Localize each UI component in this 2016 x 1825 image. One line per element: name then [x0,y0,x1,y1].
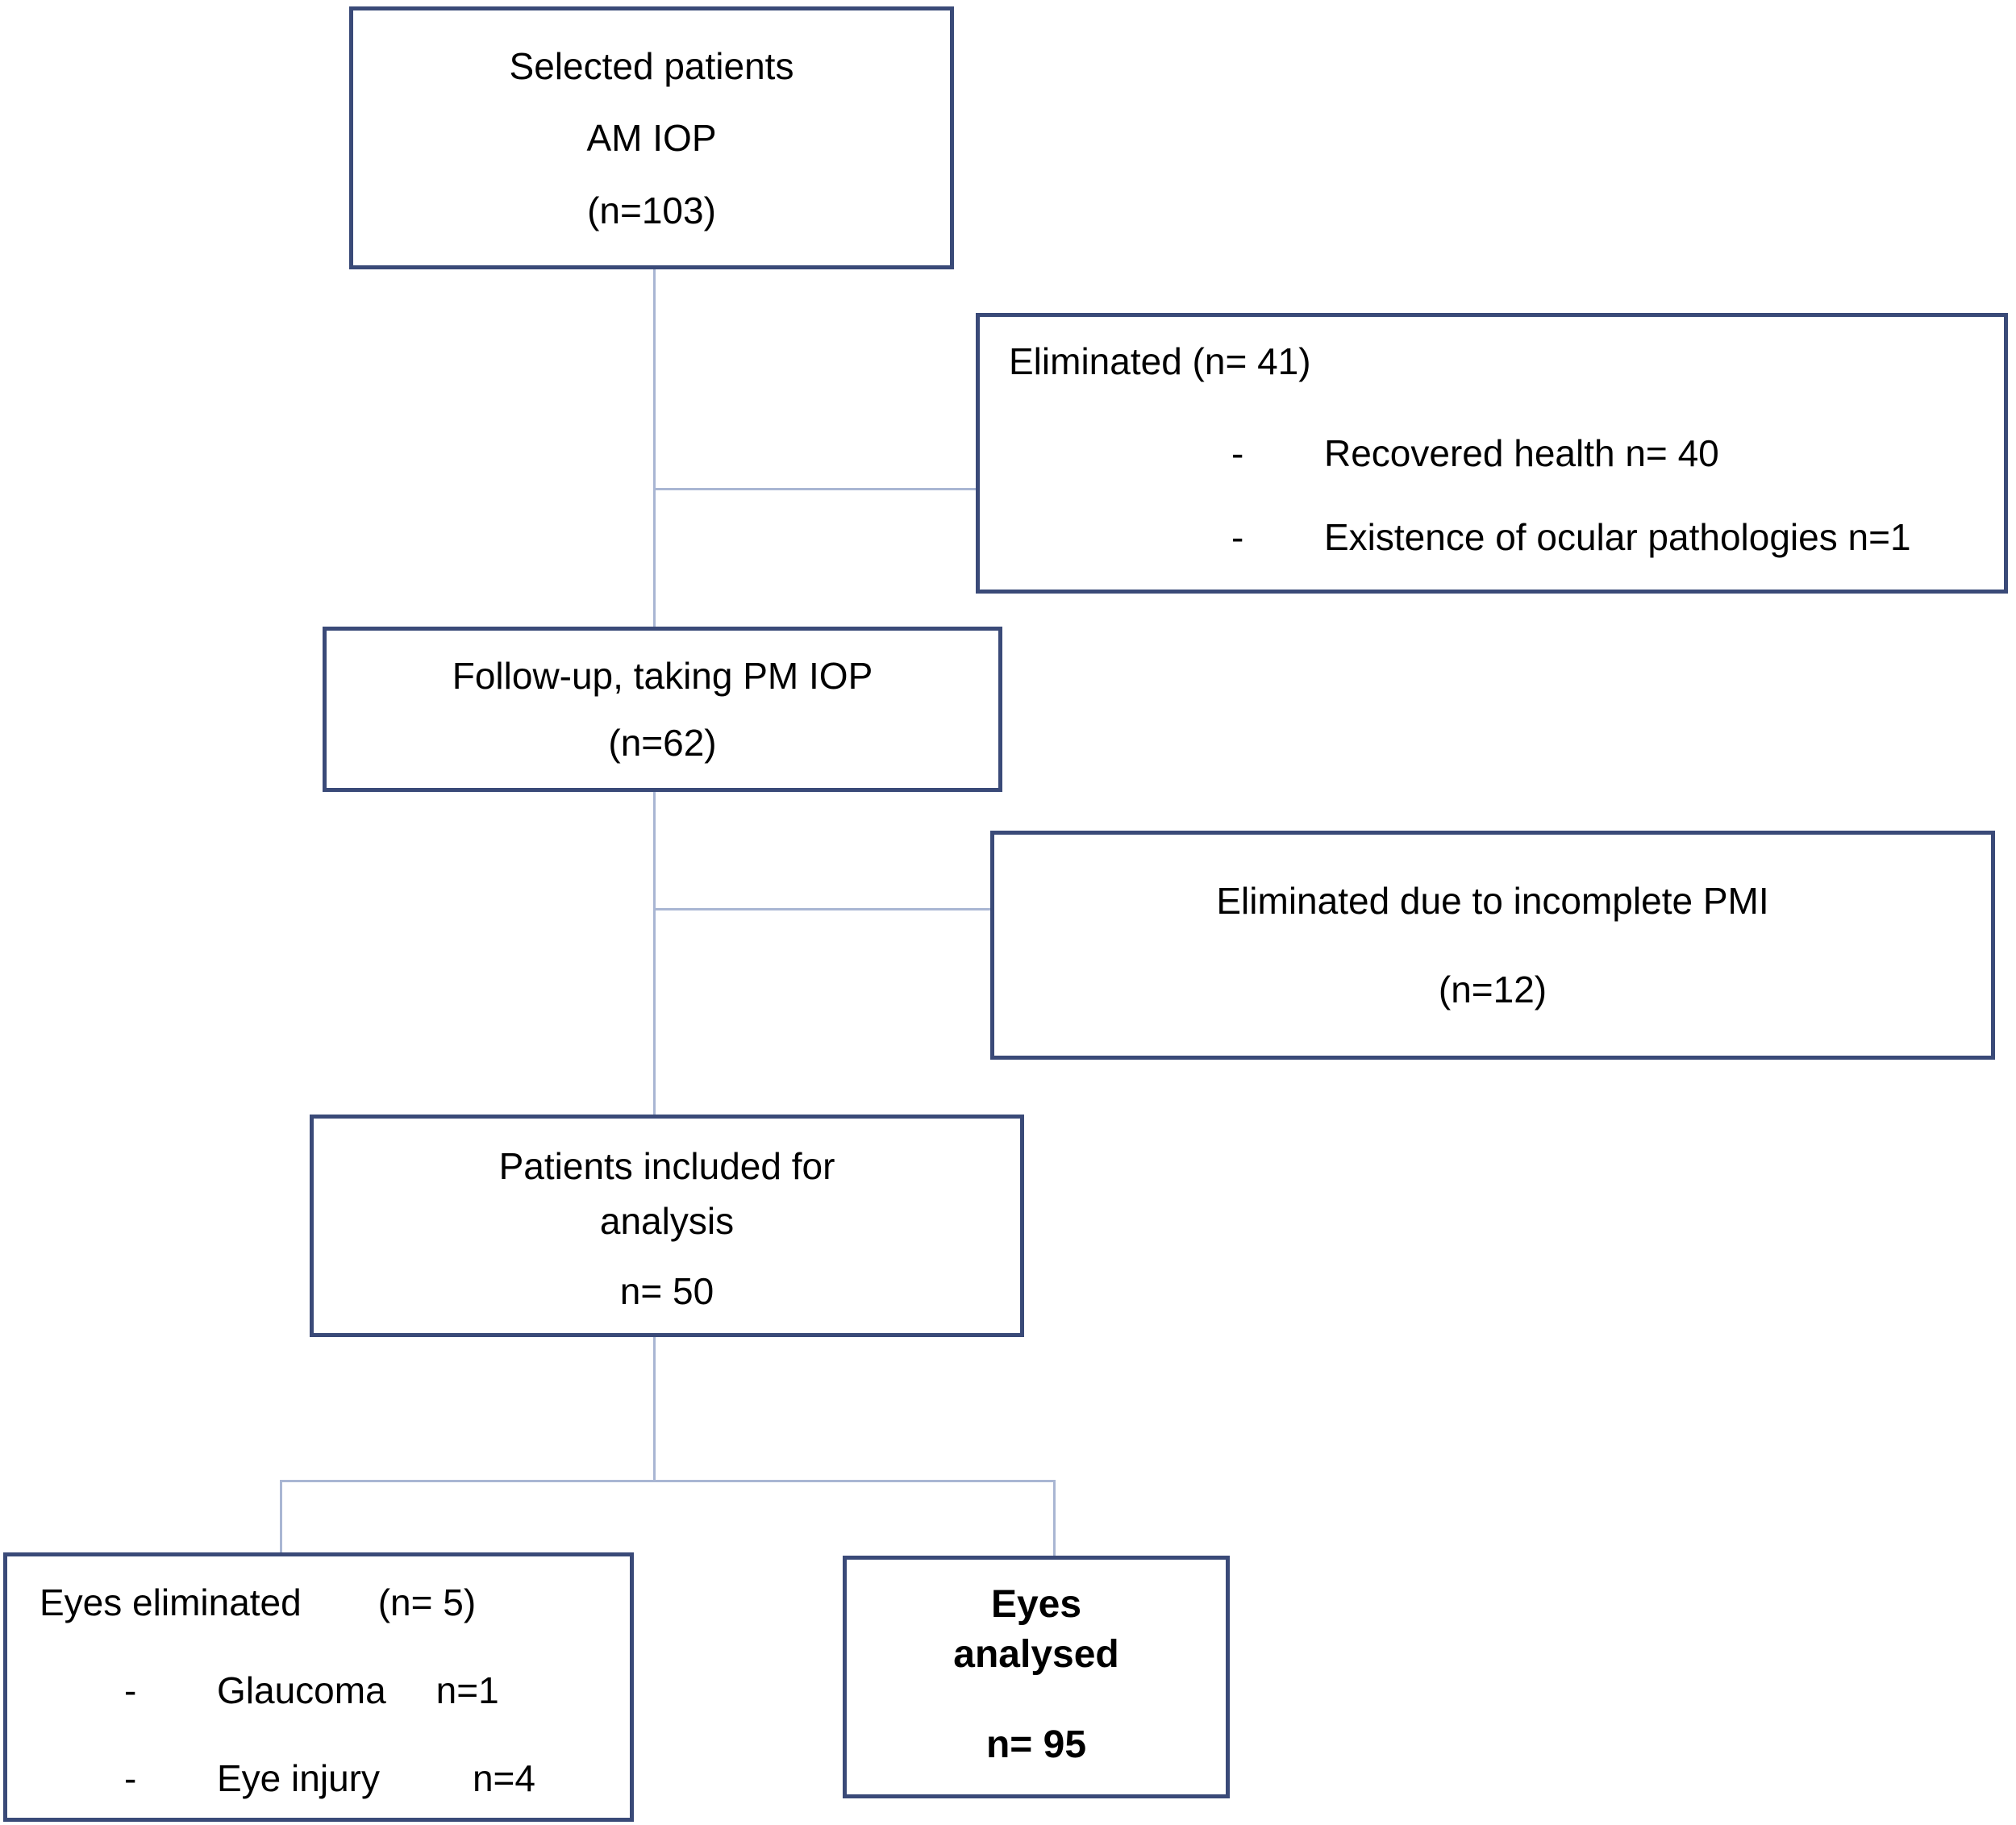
eyes-analysed-count: n= 95 [985,1723,1087,1766]
box-eyes-analysed: Eyes analysed n= 95 [843,1556,1230,1798]
bullet-label: Eye injury [217,1757,380,1799]
eyes-eliminated-count: (n= 5) [377,1581,477,1623]
eliminated-pmi-label: Eliminated due to incomplete PMI [1216,880,1769,923]
box-selected-patients: Selected patients AM IOP (n=103) [349,6,954,269]
followup-label: Follow-up, taking PM IOP [452,655,873,697]
connector-branch-eliminated1 [655,488,976,490]
eyes-analysed-line1: Eyes [990,1583,1082,1626]
bullet-value: n=1 [435,1669,499,1711]
connector-branch-eliminated2 [655,908,990,910]
included-count: n= 50 [619,1269,714,1312]
followup-count: (n=62) [608,722,717,764]
eliminated-41-bullet-recovered: - Recovered health n= 40 [1231,431,2004,475]
eyes-analysed-line2: analysed [953,1633,1119,1676]
selected-patients-count: (n=103) [587,189,716,231]
bullet-dash: - [1231,516,1244,558]
included-label-line2: analysis [599,1200,735,1243]
connector-split-horizontal [280,1480,1056,1482]
bullet-dash: - [124,1669,137,1711]
selected-patients-label: Selected patients [509,44,794,87]
connector-followup-to-included [653,792,656,1115]
included-label: Patients included for analysis [499,1139,835,1248]
box-followup-pm-iop: Follow-up, taking PM IOP (n=62) [323,627,1002,792]
eliminated-41-bullet-pathologies: - Existence of ocular pathologies n=1 [1231,515,2004,559]
included-label-line1: Patients included for [498,1145,835,1188]
connector-drop-left [280,1480,282,1554]
bullet-text: Existence of ocular pathologies n=1 [1324,516,1911,558]
bullet-label: Glaucoma [217,1669,386,1711]
bullet-dash: - [124,1757,137,1799]
box-patients-included: Patients included for analysis n= 50 [310,1115,1024,1337]
eliminated-41-title: Eliminated (n= 41) [1009,340,1311,382]
eyes-eliminated-bullet-eye-injury: - Eye injury n=4 [124,1756,630,1800]
am-iop-label: AM IOP [586,117,717,159]
connector-drop-right [1053,1480,1056,1557]
bullet-dash: - [1231,432,1244,474]
bullet-value: n=4 [472,1757,535,1799]
box-eliminated-41: Eliminated (n= 41) - Recovered health n=… [976,313,2008,594]
connector-selected-to-followup [653,269,656,627]
box-eyes-eliminated: Eyes eliminated (n= 5) - Glaucoma n=1 - … [3,1552,634,1822]
connector-included-to-split [653,1337,656,1480]
bullet-text: Recovered health n= 40 [1324,432,1719,474]
eyes-eliminated-title: Eyes eliminated [40,1581,302,1623]
eyes-eliminated-bullet-glaucoma: - Glaucoma n=1 [124,1669,630,1712]
box-eliminated-incomplete-pmi: Eliminated due to incomplete PMI (n=12) [990,831,1995,1060]
eyes-eliminated-title-row: Eyes eliminated (n= 5) [40,1581,630,1624]
eliminated-pmi-count: (n=12) [1438,968,1547,1010]
